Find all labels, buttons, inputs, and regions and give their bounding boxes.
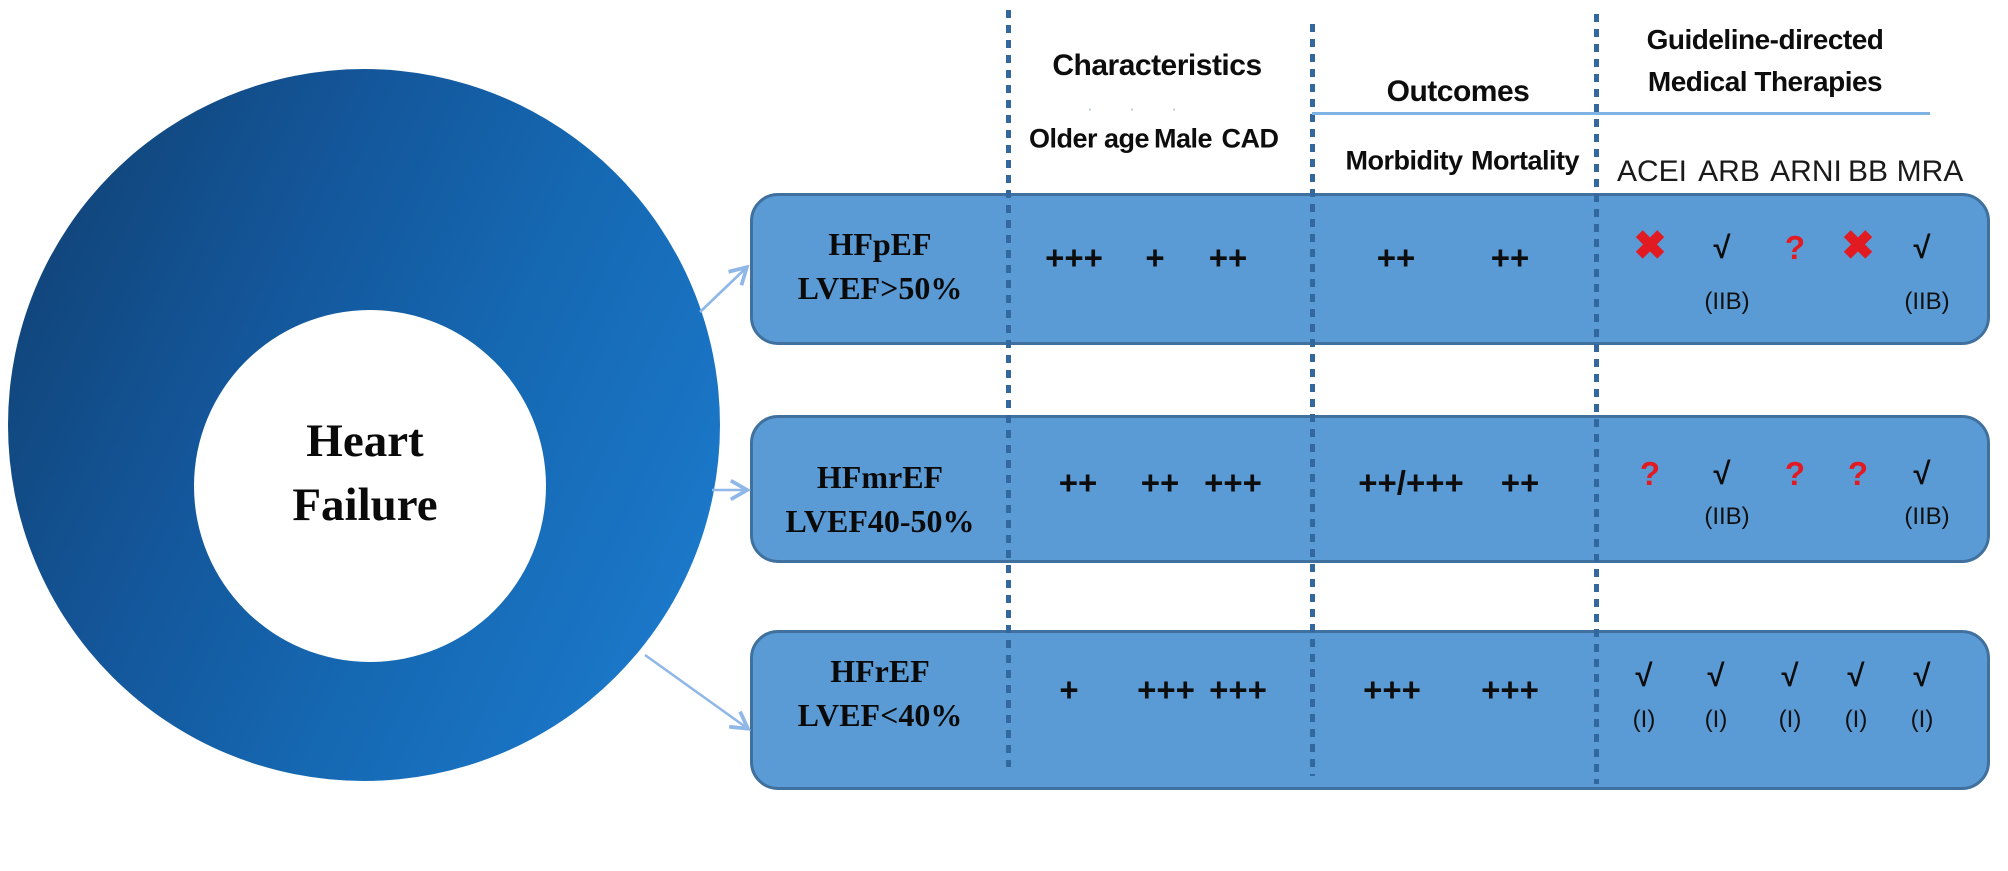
check-icon: √ [1781,658,1799,693]
hfmref-mra-class: (IIB) [1904,503,1950,530]
hfref-bb-class: (I) [1844,706,1868,733]
hfmref-arni-mark: ? [1785,455,1805,493]
hfref-arb-class: (I) [1704,706,1728,733]
hfpef-name: HFpEF [828,226,932,262]
hfref-arni-class: (I) [1778,706,1802,733]
outcomes-title: Outcomes [1386,75,1530,108]
col-header-arni: ARNI [1770,155,1842,188]
hfmref-lvef: LVEF40-50% [785,503,975,539]
therapies-title-line1: Guideline-directed [1646,24,1884,55]
arrow-to-hfref [644,653,752,731]
hfpef-arni-mark: ? [1785,229,1805,267]
col-header-arb: ARB [1698,155,1760,188]
heart-failure-ring-hole [194,310,546,662]
hfref-mortality-value: +++ [1481,671,1539,708]
check-icon: √ [1847,658,1865,693]
hfref-older-age-value: + [1059,671,1079,708]
hfmref-row [750,415,1990,563]
col-header-bb: BB [1847,155,1889,188]
hfpef-mra-mark: √ [1913,230,1930,266]
hfpef-mortality-value: ++ [1490,239,1530,276]
check-icon: √ [1913,658,1931,693]
hfref-label: HFrEF LVEF<40% [798,649,963,737]
check-icon: √ [1913,456,1931,491]
hfref-mra-class: (I) [1910,706,1934,733]
hfpef-acei-mark: ✖ [1633,223,1667,269]
hfpef-male-value: + [1145,239,1165,276]
red-cross-icon: ✖ [1633,224,1667,268]
hfref-lvef: LVEF<40% [797,697,963,733]
hfpef-lvef: LVEF>50% [797,270,963,306]
hfmref-acei-mark: ? [1640,455,1660,493]
arrow-to-hfpef [699,264,750,313]
hfpef-older-age-value: +++ [1045,239,1103,276]
hfmref-older-age-value: ++ [1058,464,1098,501]
question-icon: ? [1639,455,1661,492]
hfref-arb-mark: √ [1707,658,1724,694]
hfref-acei-class: (I) [1632,706,1656,733]
hfref-cad-value: +++ [1209,671,1267,708]
hfmref-arb-mark: √ [1713,456,1730,492]
hfref-male-value: +++ [1137,671,1195,708]
hfmref-morbidity-value: ++/+++ [1358,464,1464,501]
hfref-row [750,630,1990,790]
heart-failure-label: Heart Failure [292,409,437,537]
characteristics-title: Characteristics [1052,49,1262,82]
hfref-name: HFrEF [830,653,930,689]
hfmref-bb-mark: ? [1848,455,1868,493]
check-icon: √ [1913,230,1931,265]
hfpef-arb-class: (IIB) [1704,288,1750,315]
hfpef-label: HFpEF LVEF>50% [798,222,963,310]
hfref-morbidity-value: +++ [1363,671,1421,708]
characteristics-separator-line [1006,10,1011,767]
col-header-mortality: Mortality [1470,145,1580,176]
hfmref-label: HFmrEF LVEF40-50% [785,455,974,543]
therapies-title-line2: Medical Therapies [1647,66,1883,97]
outcomes-separator-line [1310,24,1315,776]
hfpef-arb-mark: √ [1713,230,1730,266]
hfmref-cad-value: +++ [1204,464,1262,501]
check-icon: √ [1635,658,1653,693]
hfref-arni-mark: √ [1781,658,1798,694]
check-icon: √ [1707,658,1725,693]
col-header-morbidity: Morbidity [1345,145,1464,176]
hfpef-row [750,193,1990,345]
hfref-bb-mark: √ [1847,658,1864,694]
col-header-mra: MRA [1896,155,1964,188]
col-header-acei: ACEI [1616,155,1688,188]
question-icon: ? [1847,455,1869,492]
question-icon: ? [1784,455,1806,492]
faint-dots-artifact: . . . [1087,94,1193,115]
hfmref-mra-mark: √ [1913,456,1930,492]
red-cross-icon: ✖ [1841,224,1875,268]
question-icon: ? [1784,229,1806,266]
heart-failure-ring [8,69,720,781]
hfref-mra-mark: √ [1913,658,1930,694]
hfmref-male-value: ++ [1140,464,1180,501]
hfpef-cad-value: ++ [1208,239,1248,276]
hfpef-bb-mark: ✖ [1841,223,1875,269]
hfmref-name: HFmrEF [816,459,944,495]
col-header-cad: CAD [1221,123,1280,154]
hfpef-morbidity-value: ++ [1376,239,1416,276]
therapies-separator-line [1594,14,1599,784]
heart-failure-label-line2: Failure [292,479,438,531]
hfmref-arb-class: (IIB) [1704,503,1750,530]
hfref-acei-mark: √ [1635,658,1652,694]
col-header-male: Male [1153,123,1213,154]
hfmref-mortality-value: ++ [1500,464,1540,501]
heart-failure-label-line1: Heart [306,415,424,467]
check-icon: √ [1713,456,1731,491]
hfpef-mra-class: (IIB) [1904,288,1950,315]
check-icon: √ [1713,230,1731,265]
header-underline [1312,112,1930,115]
col-header-older-age: Older age [1028,123,1150,154]
